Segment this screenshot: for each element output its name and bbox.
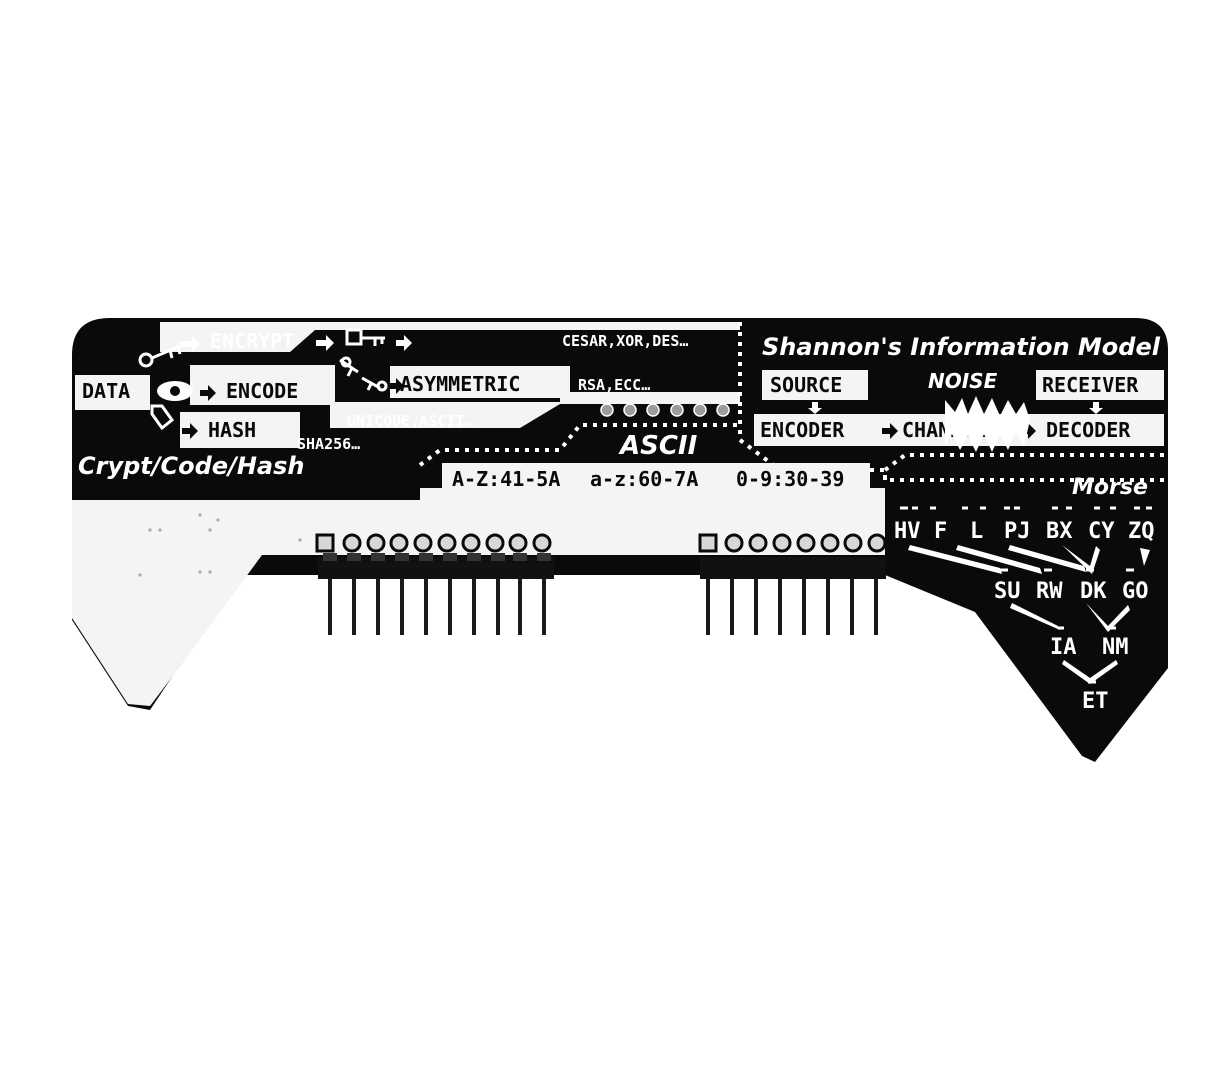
morse-rw: RW xyxy=(1036,579,1063,604)
label-receiver: RECEIVER xyxy=(1042,373,1139,397)
morse-f: F xyxy=(934,519,947,544)
morse-dk: DK xyxy=(1080,579,1107,604)
label-encrypt: ENCRYPT xyxy=(210,329,294,353)
morse-pj: PJ xyxy=(1004,519,1031,544)
morse-l: L xyxy=(970,519,983,544)
silk-hash-band xyxy=(75,375,150,410)
label-encode-examples: UNICODE,ASCII… xyxy=(347,412,473,430)
morse-bx: BX xyxy=(1046,519,1073,544)
ascii-title: ASCII xyxy=(618,431,698,461)
shannon-arrows xyxy=(808,402,1103,439)
label-decoder: DECODER xyxy=(1046,418,1131,442)
silk-flood-left xyxy=(72,500,885,706)
label-symmetric-examples: CESAR,XOR,DES… xyxy=(562,332,688,350)
label-data: DATA xyxy=(82,379,130,403)
noise-burst-icon xyxy=(945,396,1030,452)
header-right-pads xyxy=(698,533,887,553)
label-encoder: ENCODER xyxy=(760,418,845,442)
label-source: SOURCE xyxy=(770,373,842,397)
key-symmetric-icon xyxy=(345,328,385,346)
morse-tree-lines xyxy=(908,545,1150,684)
label-hash-examples: SHA256… xyxy=(297,435,360,453)
label-noise: NOISE xyxy=(928,369,998,393)
label-asymmetric-examples: RSA,ECC… xyxy=(578,376,650,394)
box-receiver xyxy=(1036,370,1164,400)
arrow-icons xyxy=(180,335,412,439)
pin-header-right xyxy=(700,557,886,635)
label-symmetric: SYMMETRIC xyxy=(412,329,520,353)
morse-hv: HV xyxy=(894,519,921,544)
morse-et: ET xyxy=(1082,689,1109,714)
morse-zq: ZQ xyxy=(1128,519,1155,544)
eye-icon xyxy=(157,381,193,401)
ascii-panel xyxy=(442,463,870,493)
ascii-range-upper: A-Z:41-5A xyxy=(452,467,560,491)
morse-nm: NM xyxy=(1102,635,1129,660)
silk-encode-band xyxy=(190,365,740,428)
morse-ia: IA xyxy=(1050,635,1077,660)
label-asymmetric: ASYMMETRIC xyxy=(400,372,520,396)
morse-su: SU xyxy=(994,579,1021,604)
morse-go: GO xyxy=(1122,579,1149,604)
ascii-range-digits: 0-9:30-39 xyxy=(736,467,844,491)
label-hash: HASH xyxy=(208,418,256,442)
test-pads xyxy=(600,403,730,417)
shannon-title: Shannon's Information Model xyxy=(762,333,1161,361)
morse-title: Morse xyxy=(1072,475,1148,500)
header-left-pads xyxy=(315,533,552,553)
pin-header-left xyxy=(318,553,554,635)
key-asymmetric-icon xyxy=(339,356,388,392)
vias xyxy=(138,513,302,577)
silk-hash-band2 xyxy=(180,412,300,448)
crypt-title: Crypt/Code/Hash xyxy=(78,452,305,480)
key-icon xyxy=(138,344,182,368)
hash-chip-icon xyxy=(150,404,175,431)
morse-cy: CY xyxy=(1088,519,1115,544)
silk-asym-band xyxy=(390,366,570,398)
label-encode: ENCODE xyxy=(226,379,298,403)
ascii-range-lower: a-z:60-7A xyxy=(590,467,698,491)
box-source xyxy=(762,370,868,400)
silk-encrypt-band xyxy=(160,322,740,352)
